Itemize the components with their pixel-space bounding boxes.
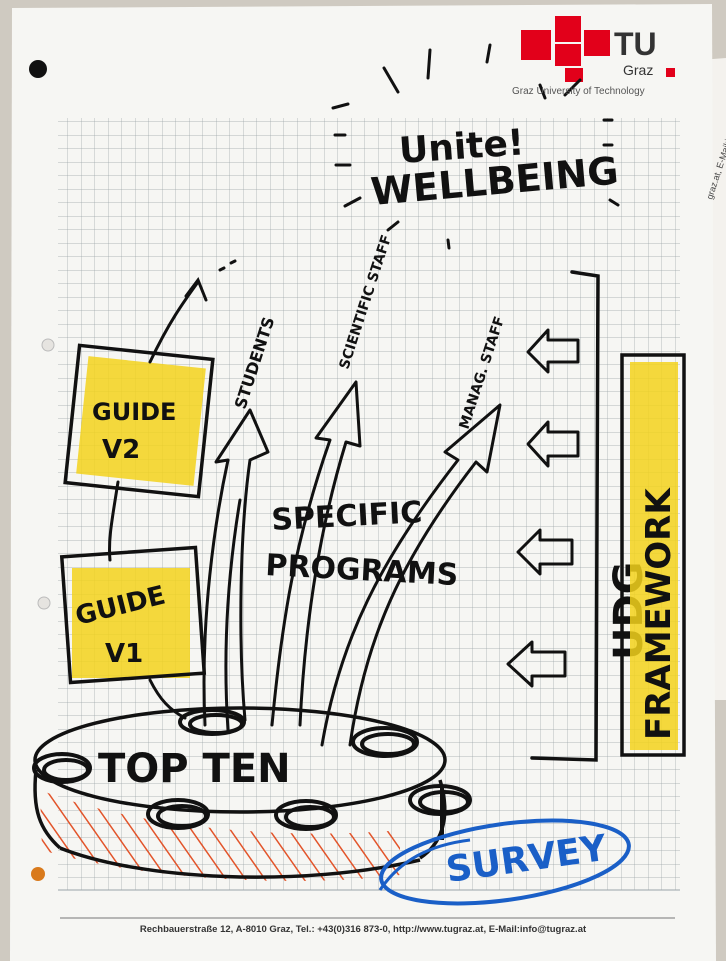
punch-hole: [37, 596, 51, 610]
punch-hole: [41, 338, 55, 352]
framework-right-label: FRAMEWORK: [639, 487, 679, 740]
guide-v2-line1: GUIDE: [92, 398, 176, 426]
guide-v1-line2: V1: [105, 639, 143, 669]
base-label: TOP TEN: [98, 746, 291, 792]
logo-tagline: Graz University of Technology: [512, 86, 645, 97]
ring-markers: [32, 708, 472, 840]
footer-address: Rechbauerstraße 12, A-8010 Graz, Tel.: +…: [139, 924, 587, 935]
guide-v2-box: GUIDE V2: [63, 343, 215, 499]
program-arrows: [202, 380, 502, 747]
framework-arrows: [506, 328, 580, 688]
tu-graz-logo-icon: [521, 16, 675, 82]
guide-v1-box: GUIDE V1: [59, 545, 207, 685]
burst-marks: [331, 43, 620, 250]
grid-area: [58, 118, 680, 890]
logo-brand-short: TU: [614, 26, 657, 62]
hatch-area: [40, 790, 400, 882]
punch-hole: [31, 867, 45, 881]
guide-v2-line2: V2: [102, 435, 140, 465]
logo-brand-city: Graz: [623, 62, 654, 78]
center-label-line1: SPECIFIC: [271, 495, 424, 538]
framework-bracket: [530, 270, 600, 762]
framework-box: FRAMEWORK: [620, 353, 686, 757]
header-line1: Unite!: [398, 122, 526, 172]
punch-hole: [29, 60, 47, 78]
